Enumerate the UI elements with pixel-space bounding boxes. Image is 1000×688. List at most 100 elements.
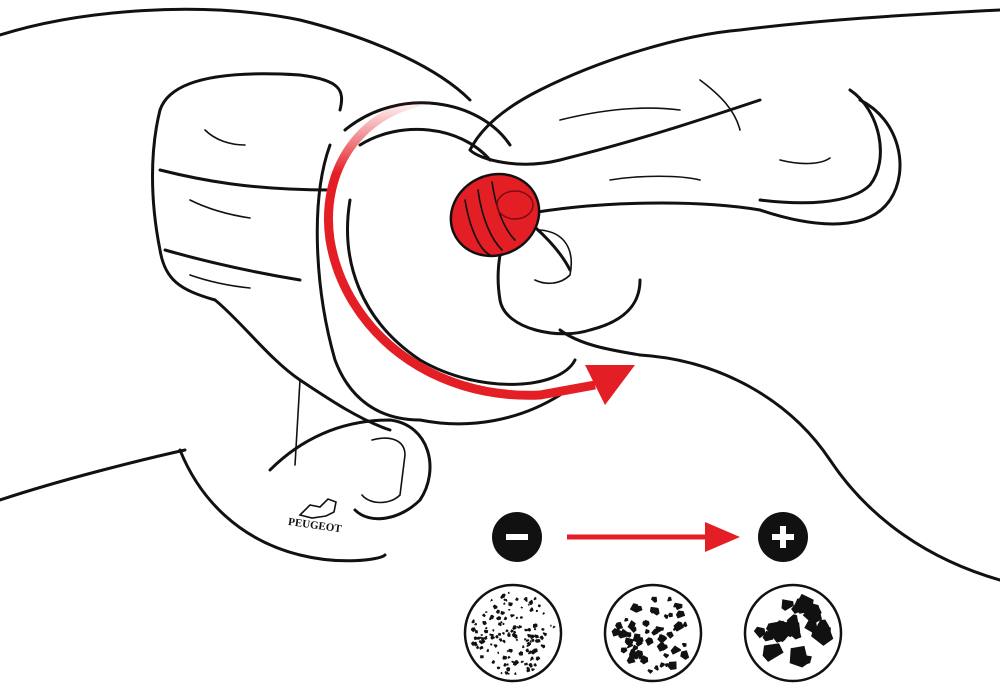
grind-particle <box>500 621 503 624</box>
grind-particle <box>624 618 629 622</box>
grind-particle <box>680 650 690 660</box>
grind-particle <box>497 632 502 636</box>
grind-particle <box>533 596 537 601</box>
grind-particle <box>521 645 525 649</box>
grind-particle <box>632 644 638 651</box>
grind-particle <box>615 621 624 630</box>
grind-particle <box>518 651 524 656</box>
grind-particle <box>524 628 528 632</box>
grind-particle <box>504 598 508 602</box>
grind-particle <box>620 647 628 654</box>
grind-particle <box>474 622 477 626</box>
grind-particle <box>498 623 502 626</box>
grind-particle <box>523 597 528 602</box>
grind-particle <box>514 672 517 675</box>
grind-particle <box>535 635 540 639</box>
grind-particle <box>789 626 802 640</box>
grind-particle <box>506 663 509 666</box>
grind-particle <box>504 671 509 675</box>
grind-particle <box>781 599 794 611</box>
grind-particle <box>527 603 530 606</box>
grind-particle <box>502 622 505 626</box>
grind-particle <box>471 619 475 624</box>
grind-particle <box>503 616 508 621</box>
grind-particle <box>542 632 547 637</box>
grind-particle <box>485 635 488 638</box>
peugeot-logo: PEUGEOT <box>287 498 343 535</box>
grind-particle <box>519 616 523 619</box>
arrow-head-icon <box>585 365 635 405</box>
grind-particle <box>526 668 531 673</box>
grind-particle <box>672 626 678 631</box>
grind-particle <box>515 638 519 642</box>
grind-particle <box>520 606 523 609</box>
grind-particle <box>541 628 545 631</box>
grind-particle <box>500 593 505 599</box>
grind-particle <box>503 598 506 601</box>
grind-particle <box>490 635 495 640</box>
grind-particle <box>655 626 661 632</box>
grind-particle <box>762 643 784 662</box>
grind-particle <box>526 641 532 647</box>
grind-particle <box>507 591 510 594</box>
grind-particle <box>528 663 533 668</box>
grind-particle <box>503 663 507 667</box>
grind-particle <box>794 598 810 614</box>
grind-particle <box>512 625 517 630</box>
grind-particle <box>502 655 507 660</box>
grind-particle <box>626 655 636 664</box>
grind-particle <box>632 633 641 643</box>
grind-particle <box>508 609 511 611</box>
grind-particle <box>510 629 514 633</box>
grind-particle <box>485 611 488 614</box>
rotation-arrow <box>324 95 635 405</box>
grind-particle <box>627 620 636 630</box>
grind-particle <box>514 660 520 666</box>
grind-particle <box>508 648 513 653</box>
grind-particle <box>497 651 499 655</box>
medium-grind-sample <box>603 583 703 683</box>
grind-particle <box>540 644 546 649</box>
grind-particle <box>470 641 476 646</box>
grind-particle <box>479 645 484 650</box>
grind-particle <box>527 633 532 638</box>
coarse-grind-sample <box>743 583 843 683</box>
grind-particle <box>498 638 503 642</box>
grind-particle <box>475 645 480 650</box>
grind-particle <box>500 672 503 675</box>
grind-particle <box>682 621 688 628</box>
grind-particle <box>531 668 535 672</box>
grind-particle <box>639 655 649 665</box>
grind-particle <box>549 624 552 627</box>
grind-particle <box>668 661 677 670</box>
grind-particle <box>490 598 493 602</box>
grind-particle <box>656 642 667 652</box>
grind-particle <box>668 612 673 618</box>
grind-particle <box>515 616 519 620</box>
grind-particle <box>507 633 511 637</box>
grind-particle <box>473 636 478 640</box>
grind-particle <box>650 596 658 603</box>
grind-particle <box>516 625 518 629</box>
grind-particle <box>478 640 483 645</box>
grind-particle <box>812 621 831 641</box>
grind-particle <box>533 628 537 631</box>
grind-particle <box>663 614 669 619</box>
grind-particle <box>495 635 499 639</box>
grind-particle <box>533 663 537 667</box>
scale-arrow-icon <box>705 522 740 552</box>
grind-particle <box>645 637 654 646</box>
grind-particle <box>535 609 539 613</box>
grind-particle <box>531 638 535 643</box>
grind-particle <box>649 606 658 614</box>
grind-particle <box>514 634 518 639</box>
grind-particle <box>513 630 517 634</box>
grind-particle <box>537 604 541 608</box>
grind-particle <box>529 658 533 661</box>
grind-particle <box>542 612 545 615</box>
grind-particle <box>524 638 527 641</box>
grind-particle <box>802 603 822 625</box>
grind-particle <box>482 613 486 618</box>
